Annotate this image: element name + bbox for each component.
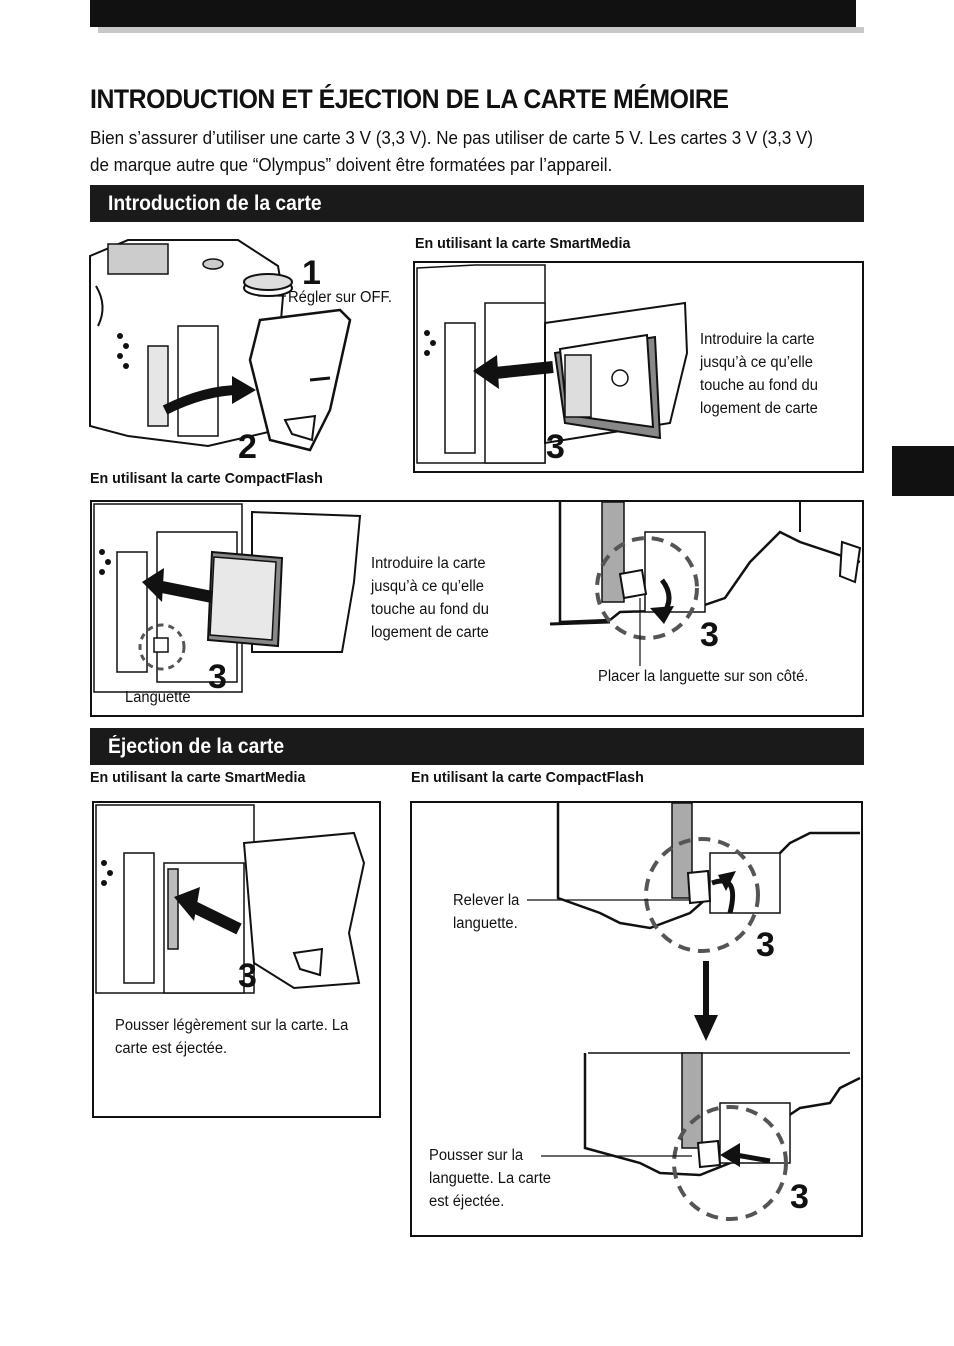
compactflash-tab-illustration	[549, 501, 862, 666]
eject-callout-leaders	[527, 899, 692, 1157]
step-3-eject-compactflash-bottom: 3	[790, 1178, 809, 1216]
compactflash-insert-illustration	[93, 503, 362, 693]
svg-text:3: 3	[208, 658, 227, 696]
page-title: INTRODUCTION ET ÉJECTION DE LA CARTE MÉM…	[90, 84, 729, 114]
open-door-arrow-icon	[162, 376, 256, 415]
eject-compactflash-caption-bottom: Pousser sur la languette. La carte est é…	[429, 1147, 551, 1210]
svg-text:3: 3	[546, 428, 565, 466]
svg-text:3: 3	[700, 616, 719, 654]
svg-text:3: 3	[238, 957, 257, 995]
chapter-tab	[892, 446, 954, 496]
insert-compactflash-label: En utilisant la carte CompactFlash	[90, 470, 323, 487]
step-3-insert-compactflash-right: 3	[700, 616, 719, 654]
svg-text:1: 1	[302, 254, 321, 292]
intro-paragraph: Bien s’assurer d’utiliser une carte 3 V …	[90, 127, 814, 175]
step-3-eject-smartmedia: 3	[238, 957, 257, 995]
insert-smartmedia-label: En utilisant la carte SmartMedia	[415, 235, 631, 252]
tab-label: Languette	[125, 689, 191, 706]
header-bar-shadow	[98, 27, 864, 33]
insert-smartmedia-caption: Introduire la carte jusqu’à ce qu’elle t…	[700, 331, 818, 417]
section-heading-eject-text: Éjection de la carte	[108, 735, 285, 758]
eject-smartmedia-label: En utilisant la carte SmartMedia	[90, 769, 306, 786]
compactflash-eject-illustration	[556, 802, 861, 1221]
callout-leader-line	[258, 295, 286, 297]
svg-text:3: 3	[756, 926, 775, 964]
step-1-number: 1	[302, 254, 321, 292]
svg-text:2: 2	[238, 428, 257, 466]
power-off-callout: Régler sur OFF.	[288, 289, 392, 306]
step-2-number: 2	[238, 428, 257, 466]
eject-smartmedia-caption: Pousser légèrement sur la carte. La cart…	[115, 1017, 349, 1057]
insert-compactflash-caption: Introduire la carte jusqu’à ce qu’elle t…	[371, 555, 489, 641]
eject-compactflash-caption-top: Relever la languette.	[453, 892, 520, 932]
step-3-eject-compactflash-top: 3	[756, 926, 775, 964]
card-door-illustration	[248, 308, 352, 452]
section-heading-insert: Introduction de la carte	[90, 185, 864, 222]
section-heading-insert-text: Introduction de la carte	[108, 192, 322, 215]
section-heading-eject: Éjection de la carte	[90, 728, 864, 765]
svg-text:3: 3	[790, 1178, 809, 1216]
header-bar	[90, 0, 856, 27]
step-3-insert-smartmedia: 3	[546, 428, 565, 466]
smartmedia-insert-illustration	[416, 264, 689, 464]
camera-door-open-illustration	[89, 239, 293, 448]
tab-caption: Placer la languette sur son côté.	[598, 668, 809, 685]
eject-compactflash-label: En utilisant la carte CompactFlash	[411, 769, 644, 786]
step-3-insert-compactflash-left: 3	[208, 658, 227, 696]
smartmedia-eject-illustration	[95, 804, 366, 994]
